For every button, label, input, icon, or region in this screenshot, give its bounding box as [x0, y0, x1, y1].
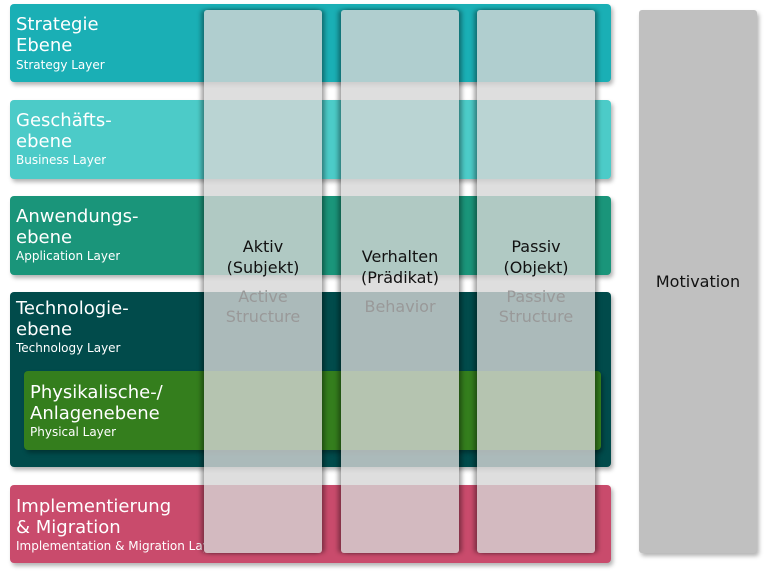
layer-title: Strategie Ebene: [16, 14, 99, 56]
layer-title: Physikalische-/ Anlagenebene: [30, 382, 163, 424]
column-german-label: Passiv (Objekt): [503, 237, 569, 277]
layer-subtitle: Strategy Layer: [16, 58, 105, 72]
column-behavior: Verhalten (Prädikat) Behavior: [341, 10, 459, 553]
column-english-label: Active Structure: [225, 287, 301, 326]
layer-subtitle: Implementation & Migration Layer: [16, 539, 204, 553]
column-english-label: Behavior: [364, 297, 436, 316]
layer-title: Technologie- ebene: [16, 298, 129, 340]
layer-subtitle: Business Layer: [16, 153, 107, 167]
column-active-structure: Aktiv (Subjekt) Active Structure: [204, 10, 322, 553]
layer-title: Implementierung & Migration: [16, 496, 172, 538]
layer-subtitle: Application Layer: [16, 249, 121, 263]
layer-title: Geschäfts- ebene: [16, 110, 112, 152]
layer-title: Anwendungs- ebene: [16, 206, 139, 248]
layer-subtitle: Technology Layer: [16, 341, 121, 355]
column-passive-structure: Passiv (Objekt) Passive Structure: [477, 10, 595, 553]
column-german-label: Aktiv (Subjekt): [226, 237, 300, 277]
column-english-label: Passive Structure: [498, 287, 574, 326]
motivation-label: Motivation: [655, 272, 741, 291]
motivation-column: Motivation: [639, 10, 757, 553]
column-german-label: Verhalten (Prädikat): [361, 247, 439, 287]
layer-subtitle: Physical Layer: [30, 425, 117, 439]
